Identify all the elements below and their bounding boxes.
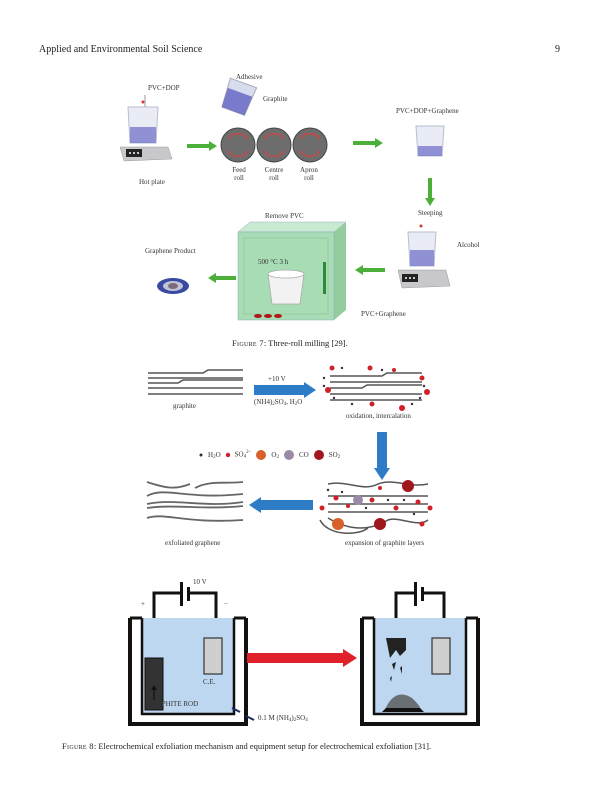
apron-roll: [292, 127, 328, 163]
arrow-left-blue-icon: [249, 497, 313, 513]
page-number: 9: [555, 44, 560, 55]
label-oven-temperature: 500 °C 3 h: [258, 258, 289, 266]
expanded-graphite-layers: [319, 480, 433, 534]
hot-plate-with-beaker: [119, 95, 173, 162]
label-hot-plate: Hot plate: [139, 178, 165, 186]
running-header-journal: Applied and Environmental Soil Science: [39, 44, 203, 55]
battery-plate-long: [180, 582, 183, 606]
label-pvc-dop: PVC+DOP: [148, 84, 180, 92]
legend-marker-so2: [313, 450, 324, 460]
legend-marker-co: [283, 450, 294, 460]
feed-roll: [220, 127, 256, 163]
label-graphene-product: Graphene Product: [145, 247, 196, 255]
legend-label-o2: O2: [271, 450, 279, 460]
legend-label-co: CO: [298, 451, 309, 459]
label-battery-voltage: 10 V: [193, 578, 207, 586]
arrow-right-icon: [353, 138, 383, 148]
label-graphite-rod: GRAPHITE ROD: [147, 700, 199, 708]
exfoliated-graphene-sheets: [146, 481, 244, 522]
furnace-oven: [237, 221, 347, 321]
label-counter-electrode: C.E.: [203, 678, 216, 686]
label-electrolyte-solution: (NH4)2SO4, H2O: [254, 398, 303, 407]
label-electrolyte-concentration: 0.1 M (NH4)2SO4: [258, 714, 308, 723]
graphene-product-dish: [157, 278, 189, 294]
label-adhesive: Adhesive: [236, 73, 263, 81]
arrow-right-blue-icon: [254, 382, 316, 398]
adhesive-beaker: [221, 77, 258, 116]
electrochemical-cell-before: [128, 582, 255, 726]
legend-marker-h2o: [199, 453, 203, 457]
legend-marker-so4: [225, 452, 230, 458]
label-applied-voltage: +10 V: [268, 375, 286, 383]
label-negative-terminal: −: [224, 600, 228, 608]
label-steeping: Steeping: [418, 209, 443, 217]
label-exfoliated-graphene: exfoliated graphene: [165, 539, 221, 547]
legend-label-so4: SO42−: [234, 450, 252, 460]
arrow-right-red-icon: [247, 649, 357, 667]
figure-7-caption: Figure 7: Three-roll milling [29].: [232, 338, 348, 348]
label-graphite-stage: graphite: [173, 402, 196, 410]
hot-plate-alcohol: [397, 224, 451, 289]
species-legend: H2O SO42− O2 CO SO2: [198, 449, 340, 461]
intercalated-graphite: [322, 365, 430, 411]
label-alcohol: Alcohol: [457, 241, 480, 249]
electrochemical-cell-after: [360, 582, 480, 726]
three-rolls: [220, 127, 328, 163]
label-oxidation-intercalation: oxidation, intercalation: [346, 412, 411, 420]
arrow-down-icon: [425, 178, 435, 206]
label-expansion-graphite-layers: expansion of graphite layers: [345, 539, 425, 547]
arrow-left-icon: [208, 273, 236, 283]
centre-roll: [256, 127, 292, 163]
graphite-layers: [148, 369, 243, 395]
legend-label-so2: SO2: [328, 450, 341, 460]
battery-plate-short: [187, 587, 190, 601]
arrow-left-icon: [355, 265, 385, 275]
label-graphite: Graphite: [263, 95, 288, 103]
label-remove-pvc: Remove PVC: [265, 212, 304, 220]
arrow-right-icon: [187, 141, 217, 151]
label-positive-terminal: +: [141, 600, 145, 608]
label-pvc-graphene: PVC+Graphene: [361, 310, 406, 318]
legend-marker-o2: [256, 450, 267, 460]
arrow-down-blue-icon: [374, 432, 390, 480]
legend-label-h2o: H2O: [208, 450, 221, 460]
beaker-mixture: [415, 125, 445, 157]
label-pvc-dop-graphene: PVC+DOP+Graphene: [396, 107, 459, 115]
figure-8-caption: Figure 8: Electrochemical exfoliation me…: [62, 741, 432, 751]
